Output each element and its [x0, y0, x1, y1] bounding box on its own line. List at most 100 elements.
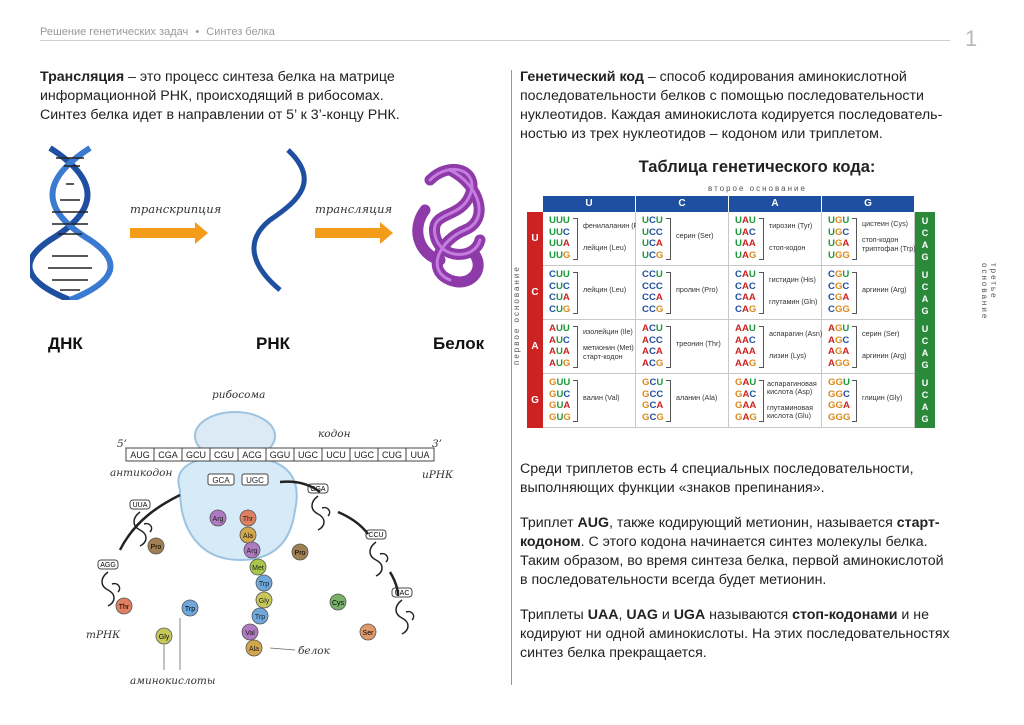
chain-protein-label: белок — [298, 645, 330, 657]
amino-acid-label: глутамин (Gln) — [769, 297, 818, 306]
codon: GAC — [735, 388, 757, 400]
genetic-code-paragraph: Генетический код – способ кодирования ам… — [520, 68, 990, 144]
code-line: нуклеотидов. Каждая аминокислота кодируе… — [520, 107, 943, 123]
codon: AAC — [735, 334, 756, 346]
protein-fold-highlight — [428, 167, 482, 282]
codon: AUC — [549, 334, 570, 346]
amino-acid-label: серин (Ser) — [862, 329, 900, 338]
rna-label: РНК — [256, 334, 290, 353]
second-base-label: второе основание — [708, 184, 807, 193]
amino-acid-label: глицин (Gly) — [862, 393, 903, 402]
stop-text: кодируют ни одной аминокислоты. На этих … — [520, 626, 950, 642]
page-header: Решение генетических задач • Синтез белк… — [40, 26, 279, 38]
codon: CCU — [642, 269, 663, 280]
codon-bracket — [759, 218, 764, 260]
codon: GUG — [549, 411, 571, 423]
amino-acid-label: кислота (Asp) — [767, 387, 813, 396]
code-line: ностью из трех нуклеотидов – кодоном или… — [520, 126, 883, 142]
trna-icon — [395, 599, 415, 635]
codon: CUA — [549, 292, 570, 304]
codon: UUA — [549, 238, 570, 250]
mrna-codon: UUA — [405, 447, 435, 462]
mrna-codon: CGU — [209, 447, 239, 462]
trna-anticodon-text: AGG — [100, 562, 116, 569]
free-amino-acid — [359, 623, 377, 641]
special-line: Среди триплетов есть 4 специальных после… — [520, 461, 914, 477]
ribosome-label: рибосома — [212, 389, 266, 401]
mrna-codon-text: UGC — [298, 450, 319, 460]
trna-icon — [311, 495, 331, 531]
stop-codon: UAG — [626, 607, 658, 623]
codon: CAU — [735, 269, 756, 280]
header-rule — [40, 40, 950, 41]
amino-acid-bead-label: Thr — [243, 516, 254, 523]
third-base-letter: U — [921, 324, 929, 334]
header-section: Синтез белка — [206, 26, 275, 38]
codon: CAC — [735, 280, 756, 292]
anticodon-label: антикодон — [110, 467, 173, 479]
codon: AGA — [828, 346, 850, 358]
code-line: – способ кодирования аминокислотной — [643, 69, 907, 85]
stop-text: Триплеты — [520, 607, 588, 623]
codon: UCA — [642, 238, 663, 250]
mrna-codon-text: AUG — [130, 450, 150, 460]
codon: CGG — [828, 303, 850, 315]
column-header-C: C — [636, 196, 728, 212]
amino-acid-label: серин (Ser) — [676, 231, 714, 240]
codon: GAU — [735, 377, 757, 388]
start-text: Таким образом, во время синтеза белка, п… — [520, 553, 944, 569]
mrna-codon: CUG — [377, 447, 407, 462]
free-amino-acid-label: Cys — [332, 600, 345, 607]
free-amino-acid-label: Gly — [159, 634, 170, 641]
mrna-codon: UGC — [349, 447, 379, 462]
translation-label: трансляция — [315, 202, 393, 216]
stop-term: стоп-кодонами — [792, 607, 898, 623]
translation-term: Трансляция — [40, 69, 125, 85]
amino-acid-bead-label: Ala — [243, 533, 253, 540]
codon: UUU — [549, 215, 570, 226]
codon: CAA — [735, 292, 756, 304]
third-base-letter: C — [921, 282, 929, 292]
table-title: Таблица генетического кода: — [638, 158, 876, 176]
amino-acid-bead-label: Trp — [259, 581, 269, 588]
codon: CGA — [828, 292, 850, 304]
codon: UUC — [549, 226, 570, 238]
amino-acid-bead — [245, 639, 263, 657]
codon: UGG — [828, 249, 850, 261]
codon: AGG — [828, 357, 850, 369]
amino-acid-label: метионин (Met) — [583, 343, 634, 352]
mrna-codon: UGC — [293, 447, 323, 462]
start-codon-aug: AUG — [577, 515, 610, 531]
transcription-label: транскрипция — [130, 202, 222, 216]
trna-icon — [369, 541, 389, 577]
stop-codon-paragraph: Триплеты UAA, UAG и UGA называются стоп-… — [520, 606, 990, 663]
codon-bracket — [852, 380, 857, 422]
code-term: Генетический код — [520, 69, 644, 85]
amino-acid-bead-label: Ala — [249, 646, 259, 653]
amino-acid-bead-label: Gly — [259, 598, 270, 605]
amino-acid-label: аргинин (Arg) — [862, 285, 907, 294]
codon: GCC — [642, 388, 664, 400]
arrow-icon — [279, 480, 321, 494]
start-term: кодоном — [520, 534, 581, 550]
dna-helix-icon — [30, 145, 114, 300]
codon: ACA — [642, 346, 663, 358]
page-number: 1 — [965, 26, 978, 51]
translation-line: Синтез белка идет в направлении от 5’ к … — [40, 107, 400, 123]
arrow-icon — [337, 510, 369, 535]
stop-text: и не — [897, 607, 929, 623]
trna-anticodon-box — [129, 499, 151, 510]
third-base-letter: G — [921, 306, 929, 316]
